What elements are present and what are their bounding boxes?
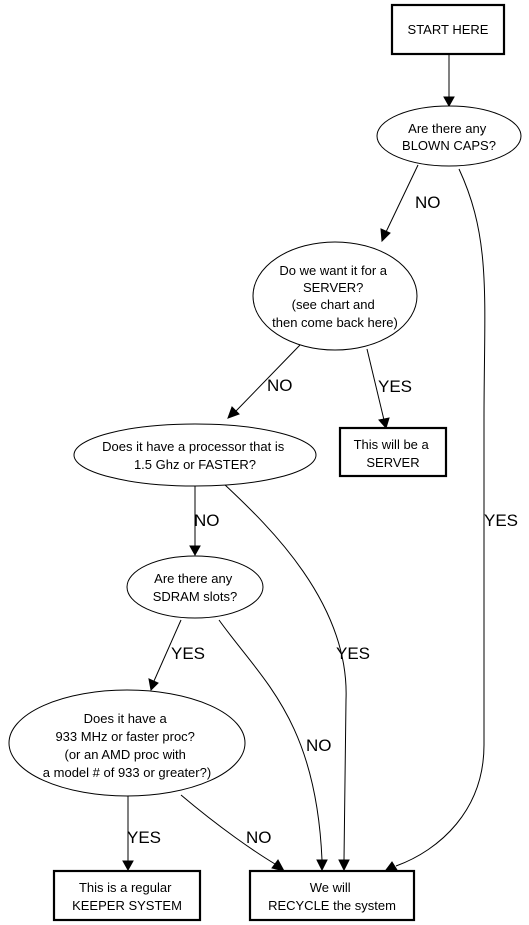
node-processor-question: Does it have a processor that is 1.5 Ghz… [73, 423, 317, 487]
node-proc933-question-ellipse [8, 689, 246, 797]
arrowhead [189, 545, 201, 557]
node-server-question-line: Do we want it for a [279, 263, 387, 278]
node-start: START HERE [390, 3, 506, 56]
node-server-question-ellipse [252, 241, 418, 351]
edge-label-sdram-no: NO [306, 736, 332, 755]
node-sdram-question-label: Are there any SDRAM slots? [153, 571, 238, 604]
edge-label-server-no: NO [267, 376, 293, 395]
node-server-result: This will be a SERVER [338, 426, 448, 478]
edge-label-proc-no: NO [194, 511, 220, 530]
node-server-question-line: SERVER? [303, 280, 363, 295]
node-sdram-question: Are there any SDRAM slots? [126, 555, 264, 619]
edge-proc933-no [180, 794, 276, 865]
node-sdram-question-line: SDRAM slots? [153, 589, 238, 604]
edge-label-server-yes: YES [378, 377, 412, 396]
arrowhead [316, 859, 328, 872]
arrowhead [227, 406, 240, 419]
edge-label-sdram-yes: YES [171, 644, 205, 663]
edge-server-yes [366, 348, 385, 421]
edge-sdram-yes [153, 619, 182, 682]
edge-proc-yes [223, 483, 347, 861]
node-processor-question-line: Does it have a processor that is [102, 439, 285, 454]
edge-server-no [235, 344, 301, 412]
node-proc933-question-line: Does it have a [84, 711, 168, 726]
node-keeper-box [52, 869, 202, 922]
node-recycle-label: We will RECYCLE the system [268, 880, 396, 913]
edge-sdram-no [218, 619, 323, 861]
node-recycle-line: RECYCLE the system [268, 898, 396, 913]
arrowhead [338, 859, 350, 872]
node-server-result-label: This will be a SERVER [354, 437, 433, 470]
node-server-question-line: then come back here) [272, 315, 398, 330]
node-processor-question-line: 1.5 Ghz or FASTER? [134, 457, 256, 472]
node-server-question: Do we want it for a SERVER? (see chart a… [252, 241, 418, 351]
node-proc933-question: Does it have a 933 MHz or faster proc? (… [8, 689, 246, 797]
node-server-result-box [338, 426, 448, 478]
node-server-result-line: SERVER [366, 455, 419, 470]
edge-label-proc933-yes: YES [127, 828, 161, 847]
arrowhead [148, 678, 159, 692]
node-blown-caps-line: Are there any [408, 121, 487, 136]
node-sdram-question-line: Are there any [154, 571, 233, 586]
node-proc933-question-line: (or an AMD proc with [65, 747, 186, 762]
edges [122, 54, 486, 872]
node-start-label: START HERE [408, 22, 489, 37]
node-blown-caps: Are there any BLOWN CAPS? [376, 105, 522, 167]
node-processor-question-ellipse [73, 423, 317, 487]
arrowhead [443, 96, 455, 108]
edge-label-proc933-no: NO [246, 828, 272, 847]
edge-label-proc-yes: YES [336, 644, 370, 663]
edge-labels: NO YES NO YES NO YES YES NO YES NO [127, 193, 518, 847]
node-processor-question-label: Does it have a processor that is 1.5 Ghz… [102, 439, 288, 472]
node-sdram-question-ellipse [126, 555, 264, 619]
node-recycle-line: We will [310, 880, 351, 895]
arrowhead [122, 860, 134, 872]
node-recycle-box [248, 869, 416, 922]
node-keeper-line: KEEPER SYSTEM [72, 898, 182, 913]
arrowhead [380, 228, 391, 243]
node-proc933-question-label: Does it have a 933 MHz or faster proc? (… [43, 711, 211, 780]
node-server-question-label: Do we want it for a SERVER? (see chart a… [272, 263, 398, 330]
node-server-result-line: This will be a [354, 437, 430, 452]
node-proc933-question-line: 933 MHz or faster proc? [55, 729, 194, 744]
node-blown-caps-ellipse [376, 105, 522, 167]
node-start-line: START HERE [408, 22, 489, 37]
edge-label-caps-yes: YES [484, 511, 518, 530]
node-start-box [390, 3, 506, 56]
node-keeper: This is a regular KEEPER SYSTEM [52, 869, 202, 922]
node-proc933-question-line: a model # of 933 or greater?) [43, 765, 211, 780]
edge-caps-no [385, 164, 419, 233]
arrowhead [271, 859, 285, 872]
arrowhead [385, 861, 398, 871]
arrowhead [378, 417, 390, 430]
node-recycle: We will RECYCLE the system [248, 869, 416, 922]
node-blown-caps-line: BLOWN CAPS? [402, 138, 496, 153]
node-keeper-label: This is a regular KEEPER SYSTEM [72, 880, 182, 913]
edge-label-caps-no: NO [415, 193, 441, 212]
node-blown-caps-label: Are there any BLOWN CAPS? [402, 121, 496, 153]
node-keeper-line: This is a regular [79, 880, 172, 895]
node-server-question-line: (see chart and [292, 297, 375, 312]
edge-caps-yes [395, 168, 486, 867]
